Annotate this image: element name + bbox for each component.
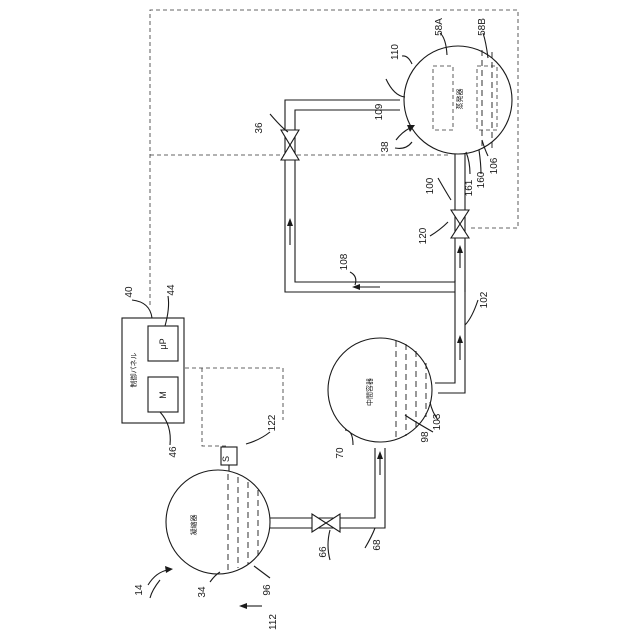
label-96: 96 (262, 584, 273, 596)
valve-120 (451, 210, 469, 238)
arrow-14 (148, 566, 173, 585)
label-106: 106 (489, 157, 500, 174)
label-58B: 58B (477, 18, 488, 36)
label-110: 110 (390, 44, 401, 60)
label-103: 103 (432, 413, 443, 430)
control-panel-title: 制御パネル (129, 353, 138, 388)
vessel-name: 中間容器 (365, 378, 374, 406)
label-66: 66 (318, 546, 329, 558)
arrow-38 (396, 125, 415, 140)
label-44: 44 (166, 284, 177, 296)
label-98: 98 (420, 431, 431, 443)
microprocessor-letter: μP (158, 338, 168, 349)
label-36: 36 (254, 122, 265, 134)
sensor-letter: S (221, 456, 231, 462)
label-112: 112 (268, 614, 279, 630)
label-100: 100 (425, 177, 436, 194)
label-40: 40 (124, 286, 135, 298)
condenser-vessel (166, 470, 270, 574)
condenser-name: 凝縮器 (189, 515, 198, 536)
evaporator-name: 蒸発器 (455, 89, 464, 110)
label-102: 102 (479, 291, 490, 308)
label-70: 70 (335, 447, 346, 459)
memory-letter: M (158, 391, 168, 399)
label-120: 120 (418, 227, 429, 244)
label-34: 34 (197, 586, 208, 598)
label-122: 122 (267, 414, 278, 431)
refrigerant-piping (270, 100, 465, 528)
label-109: 109 (374, 103, 385, 120)
label-108: 108 (339, 253, 350, 270)
valve-36 (281, 130, 299, 160)
arrow-112 (239, 603, 262, 609)
label-58A: 58A (434, 18, 445, 36)
label-38: 38 (380, 141, 391, 153)
label-68: 68 (372, 539, 383, 551)
label-14: 14 (134, 584, 145, 596)
label-46: 46 (168, 446, 179, 458)
intermediate-vessel (328, 338, 432, 442)
valve-66 (312, 514, 340, 532)
label-160: 160 (476, 171, 487, 188)
label-161: 161 (464, 179, 475, 196)
